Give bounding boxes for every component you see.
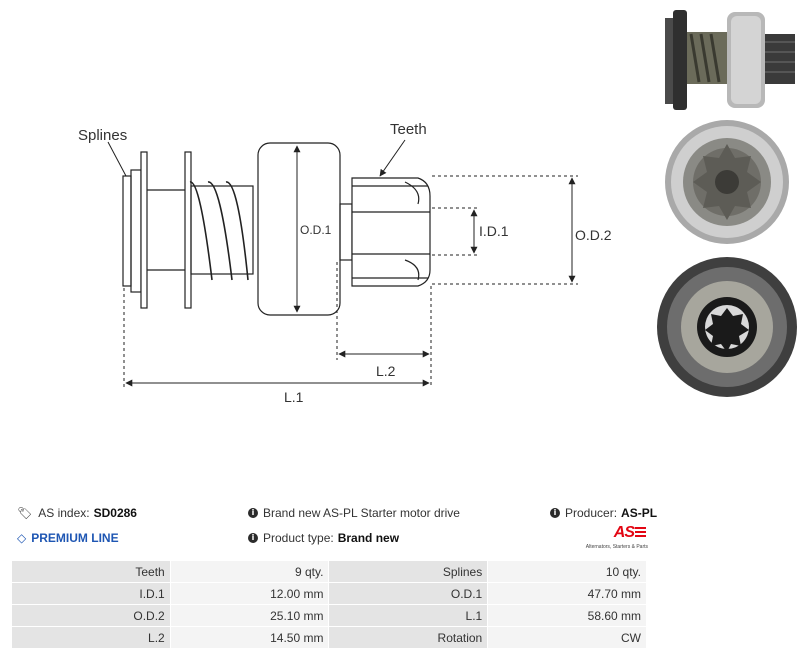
spec-value: 47.70 mm [487, 582, 647, 605]
as-index-label: AS index: [38, 506, 90, 520]
spec-key: L.1 [328, 604, 489, 627]
premium-line-label: PREMIUM LINE [31, 531, 119, 545]
premium-line: ◇ PREMIUM LINE [17, 531, 119, 545]
spec-key: Rotation [328, 626, 489, 649]
info-icon: i [248, 533, 258, 543]
spec-key: Splines [328, 560, 489, 583]
diamond-icon: ◇ [17, 531, 27, 545]
product-type: i Product type: Brand new [248, 531, 399, 545]
info-icon: i [550, 508, 560, 518]
label-od1: O.D.1 [300, 223, 332, 237]
product-type-label: Product type: [263, 531, 334, 545]
producer-value: AS-PL [621, 506, 658, 520]
label-od2: O.D.2 [575, 227, 612, 243]
as-pl-logo: AS Alternators, Starters & Parts [586, 524, 648, 552]
spec-key: Teeth [11, 560, 171, 583]
logo-stripes-icon [635, 527, 646, 539]
technical-drawing: Splines Teeth O.D.1 I.D.1 O.D.2 L.2 L.1 [78, 121, 612, 405]
spec-value: 12.00 mm [169, 582, 330, 605]
label-l2: L.2 [376, 363, 396, 379]
label-splines: Splines [78, 127, 127, 144]
spec-key: L.2 [11, 626, 171, 649]
product-photo-side [665, 10, 795, 110]
description-text: Brand new AS-PL Starter motor drive [263, 506, 460, 520]
spec-value: 58.60 mm [487, 604, 647, 627]
description: i Brand new AS-PL Starter motor drive [248, 506, 460, 520]
spec-value: 14.50 mm [169, 626, 330, 649]
spec-key: O.D.1 [328, 582, 489, 605]
spec-value: 10 qty. [487, 560, 647, 583]
label-teeth: Teeth [390, 121, 427, 138]
product-photo-front [665, 120, 789, 244]
label-l1: L.1 [284, 389, 304, 405]
product-type-value: Brand new [337, 531, 400, 545]
tag-icon: 🏷 [17, 506, 33, 520]
producer-label: Producer: [565, 506, 618, 520]
spec-value: CW [487, 626, 647, 649]
label-id1: I.D.1 [479, 223, 509, 239]
info-icon: i [248, 508, 258, 518]
logo-tagline: Alternators, Starters & Parts [585, 544, 648, 550]
as-index: 🏷 AS index: SD0286 [17, 506, 137, 520]
product-info: 🏷 AS index: SD0286 ◇ PREMIUM LINE i Bran… [0, 500, 800, 560]
spec-value: 9 qty. [169, 560, 330, 583]
as-index-value: SD0286 [93, 506, 137, 520]
spec-value: 25.10 mm [169, 604, 330, 627]
spec-key: I.D.1 [11, 582, 171, 605]
spec-key: O.D.2 [11, 604, 171, 627]
logo-mark: AS [613, 524, 635, 541]
producer: i Producer: AS-PL [550, 506, 657, 520]
product-photo-back [657, 257, 797, 397]
